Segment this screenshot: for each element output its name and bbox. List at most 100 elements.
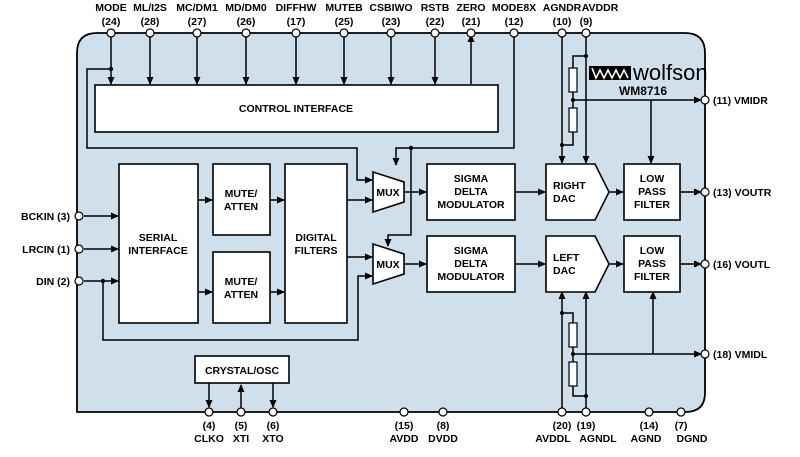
top-pin: MD/DM0 (26) bbox=[225, 2, 267, 38]
svg-text:(27): (27) bbox=[188, 16, 207, 28]
bottom-pin: (5)XTI bbox=[233, 407, 249, 445]
bottom-pin: (8)DVDD bbox=[428, 407, 458, 445]
serial-interface-block: SERIAL INTERFACE bbox=[118, 163, 199, 324]
svg-text:(8): (8) bbox=[437, 420, 450, 432]
svg-text:CRYSTAL/OSC: CRYSTAL/OSC bbox=[205, 365, 280, 377]
top-pin: ZERO (21) bbox=[456, 2, 486, 38]
svg-text:ATTEN: ATTEN bbox=[224, 201, 258, 213]
svg-text:DIGITAL: DIGITAL bbox=[295, 232, 337, 244]
svg-text:DELTA: DELTA bbox=[454, 258, 488, 270]
top-pin: MC/DM1 (27) bbox=[176, 2, 218, 38]
control-interface-block: CONTROL INTERFACE bbox=[94, 84, 499, 133]
bottom-pin: (6)XTO bbox=[262, 407, 284, 445]
svg-text:DAC: DAC bbox=[553, 193, 576, 205]
svg-text:(22): (22) bbox=[426, 16, 445, 28]
svg-text:SIGMA: SIGMA bbox=[454, 173, 489, 185]
part-number: WM8716 bbox=[619, 84, 667, 98]
svg-text:AVDDR: AVDDR bbox=[582, 2, 619, 14]
svg-text:AGNDL: AGNDL bbox=[579, 433, 617, 445]
top-pin: MUTEB (25) bbox=[325, 2, 363, 38]
svg-text:XTI: XTI bbox=[233, 433, 249, 445]
svg-text:(21): (21) bbox=[462, 16, 481, 28]
svg-text:PASS: PASS bbox=[638, 258, 666, 270]
top-pin: RSTB (22) bbox=[421, 2, 450, 38]
svg-text:FILTER: FILTER bbox=[634, 199, 670, 211]
svg-text:(17): (17) bbox=[287, 16, 306, 28]
svg-text:DGND: DGND bbox=[677, 433, 708, 445]
svg-text:LOW: LOW bbox=[640, 245, 665, 257]
svg-text:RSTB: RSTB bbox=[421, 2, 450, 14]
svg-text:AGND: AGND bbox=[631, 433, 662, 445]
svg-text:MC/DM1: MC/DM1 bbox=[176, 2, 218, 14]
left-pin: DIN (2) bbox=[36, 276, 84, 288]
sigma-delta-bottom-block: SIGMA DELTA MODULATOR bbox=[426, 235, 516, 293]
left-pins: BCKIN (3) LRCIN (1) DIN (2) bbox=[21, 211, 84, 288]
svg-text:MUX: MUX bbox=[376, 187, 399, 199]
svg-text:AVDDL: AVDDL bbox=[535, 433, 571, 445]
svg-text:(4): (4) bbox=[203, 420, 216, 432]
svg-text:(24): (24) bbox=[102, 16, 121, 28]
svg-text:DIN (2): DIN (2) bbox=[36, 276, 70, 288]
svg-text:PASS: PASS bbox=[638, 186, 666, 198]
svg-text:MODE: MODE bbox=[95, 2, 127, 14]
bottom-pin: (4)CLKO bbox=[194, 407, 224, 445]
svg-text:(7): (7) bbox=[675, 420, 688, 432]
right-pin: (13) VOUTR bbox=[700, 187, 772, 199]
svg-text:MUTEB: MUTEB bbox=[325, 2, 363, 14]
svg-text:ZERO: ZERO bbox=[456, 2, 485, 14]
crystal-osc-block: CRYSTAL/OSC bbox=[194, 355, 290, 384]
right-pins: (11) VMIDR (13) VOUTR (16) VOUTL (18) VM… bbox=[700, 95, 772, 361]
svg-text:MUX: MUX bbox=[376, 259, 399, 271]
svg-text:RIGHT: RIGHT bbox=[553, 180, 586, 192]
svg-text:CLKO: CLKO bbox=[194, 433, 224, 445]
svg-text:DVDD: DVDD bbox=[428, 433, 458, 445]
brand-name: wolfson bbox=[632, 60, 708, 85]
left-dac-block: LEFT DAC bbox=[545, 235, 610, 293]
svg-text:(11) VMIDR: (11) VMIDR bbox=[713, 95, 768, 107]
signal-wires bbox=[84, 33, 702, 412]
svg-text:(26): (26) bbox=[237, 16, 256, 28]
top-pin: ML/I2S (28) bbox=[133, 2, 167, 38]
bottom-pin: (7)DGND bbox=[675, 407, 708, 445]
svg-text:(28): (28) bbox=[141, 16, 160, 28]
svg-text:BCKIN (3): BCKIN (3) bbox=[21, 211, 70, 223]
svg-text:DELTA: DELTA bbox=[454, 186, 488, 198]
svg-text:MUTE/: MUTE/ bbox=[225, 188, 258, 200]
top-pin: CSBIWO (23) bbox=[369, 2, 413, 38]
svg-text:ML/I2S: ML/I2S bbox=[133, 2, 167, 14]
svg-text:(20): (20) bbox=[553, 420, 572, 432]
bottom-pin: (20)AVDDL bbox=[535, 407, 572, 445]
svg-text:SIGMA: SIGMA bbox=[454, 245, 489, 257]
svg-text:SERIAL: SERIAL bbox=[139, 232, 178, 244]
bottom-pin: (15)AVDD bbox=[390, 407, 419, 445]
svg-text:(13) VOUTR: (13) VOUTR bbox=[713, 187, 772, 199]
top-pin: DIFFHW(17) bbox=[276, 2, 316, 38]
svg-text:FILTERS: FILTERS bbox=[295, 245, 338, 257]
svg-text:(23): (23) bbox=[382, 16, 401, 28]
svg-text:AGNDR: AGNDR bbox=[543, 2, 582, 14]
right-pin: (18) VMIDL bbox=[700, 349, 768, 361]
svg-text:MUTE/: MUTE/ bbox=[225, 276, 258, 288]
svg-text:(9): (9) bbox=[580, 16, 593, 28]
svg-text:CSBIWO: CSBIWO bbox=[369, 2, 412, 14]
svg-text:XTO: XTO bbox=[262, 433, 283, 445]
svg-text:AVDD: AVDD bbox=[390, 433, 419, 445]
bottom-pin: (19)AGNDL bbox=[577, 407, 617, 445]
top-pins: MODE (24) ML/I2S (28) MC/DM1 (27) MD/DM0 (26… bbox=[95, 2, 619, 38]
svg-text:(18) VMIDL: (18) VMIDL bbox=[713, 349, 768, 361]
svg-text:MD/DM0: MD/DM0 bbox=[225, 2, 267, 14]
bottom-pins: (4)CLKO (5)XTI (6)XTO (15)AVDD (8)DVDD (… bbox=[194, 407, 708, 445]
svg-text:MODE8X: MODE8X bbox=[492, 2, 536, 14]
svg-text:FILTER: FILTER bbox=[634, 271, 670, 283]
svg-text:(12): (12) bbox=[505, 16, 524, 28]
top-pin: MODE8X (12) bbox=[492, 2, 536, 38]
svg-text:(25): (25) bbox=[335, 16, 354, 28]
mux-bottom-block: MUX bbox=[372, 242, 405, 286]
svg-text:MODULATOR: MODULATOR bbox=[437, 271, 505, 283]
wolfson-logo: wolfson WM8716 bbox=[589, 60, 708, 98]
svg-text:LEFT: LEFT bbox=[553, 252, 580, 264]
svg-text:DAC: DAC bbox=[553, 265, 576, 277]
mute-atten-top-block: MUTE/ ATTEN bbox=[212, 163, 271, 236]
top-pin: AVDDR (9) bbox=[580, 2, 619, 38]
